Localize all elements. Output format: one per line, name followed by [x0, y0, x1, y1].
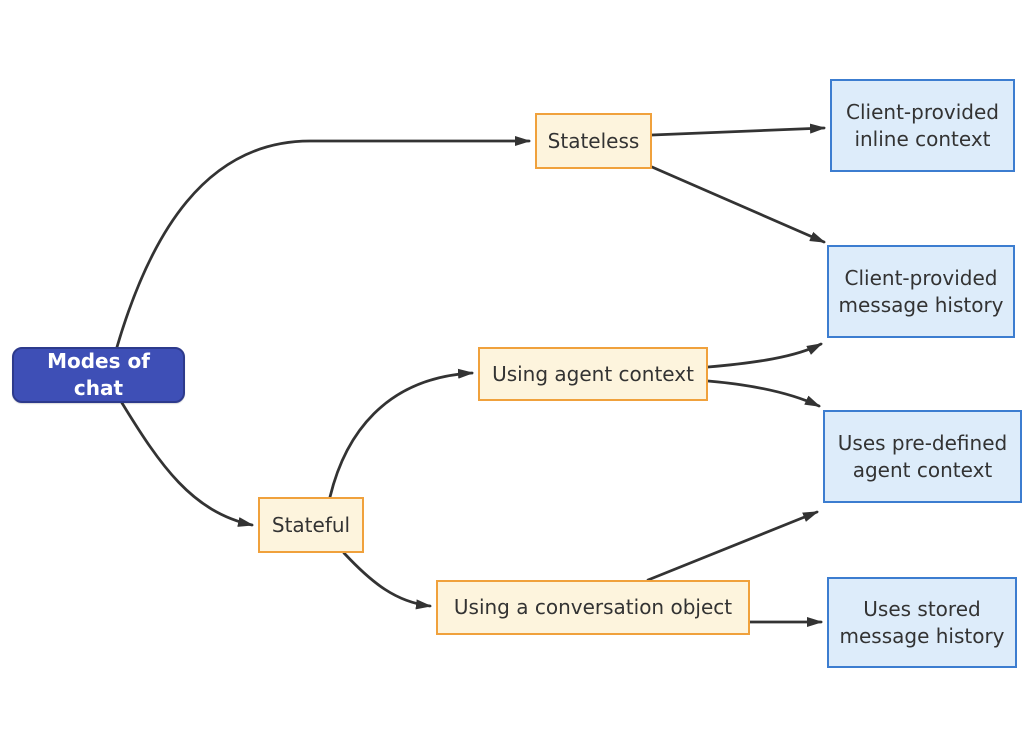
edge-root-stateful — [120, 401, 254, 527]
node-modes-of-chat: Modes of chat — [12, 347, 185, 403]
edge-agent-context-message-history — [706, 342, 823, 369]
node-using-a-conversation-object-label: Using a conversation object — [453, 595, 733, 619]
edge-agent-context-predefined-context — [706, 379, 821, 408]
node-stateless-label: Stateless — [547, 128, 640, 153]
node-uses-stored-message-history-label: Uses stored message history — [839, 596, 1005, 648]
node-uses-pre-defined-agent-context: Uses pre-defined agent context — [823, 410, 1022, 503]
edge-stateless-message-history — [650, 165, 826, 244]
edge-stateful-conversation-object — [342, 551, 432, 610]
node-modes-of-chat-label: Modes of chat — [47, 349, 150, 400]
node-stateful: Stateful — [258, 497, 364, 553]
node-using-a-conversation-object: Using a conversation object — [436, 580, 750, 635]
edge-root-stateless — [115, 136, 531, 349]
edge-stateful-agent-context — [328, 368, 474, 499]
node-using-agent-context: Using agent context — [478, 347, 708, 401]
node-uses-stored-message-history: Uses stored message history — [827, 577, 1017, 668]
node-uses-pre-defined-agent-context-label: Uses pre-defined agent context — [837, 430, 1008, 482]
node-client-provided-inline-context: Client-provided inline context — [830, 79, 1015, 172]
node-using-agent-context-label: Using agent context — [492, 361, 694, 386]
node-stateless: Stateless — [535, 113, 652, 169]
node-client-provided-message-history: Client-provided message history — [827, 245, 1015, 338]
node-stateful-label: Stateful — [271, 512, 351, 537]
edge-conversation-object-predefined-context — [646, 510, 819, 582]
edge-stateless-inline-context — [650, 123, 826, 137]
node-client-provided-inline-context-label: Client-provided inline context — [846, 99, 999, 151]
node-client-provided-message-history-label: Client-provided message history — [838, 265, 1004, 317]
